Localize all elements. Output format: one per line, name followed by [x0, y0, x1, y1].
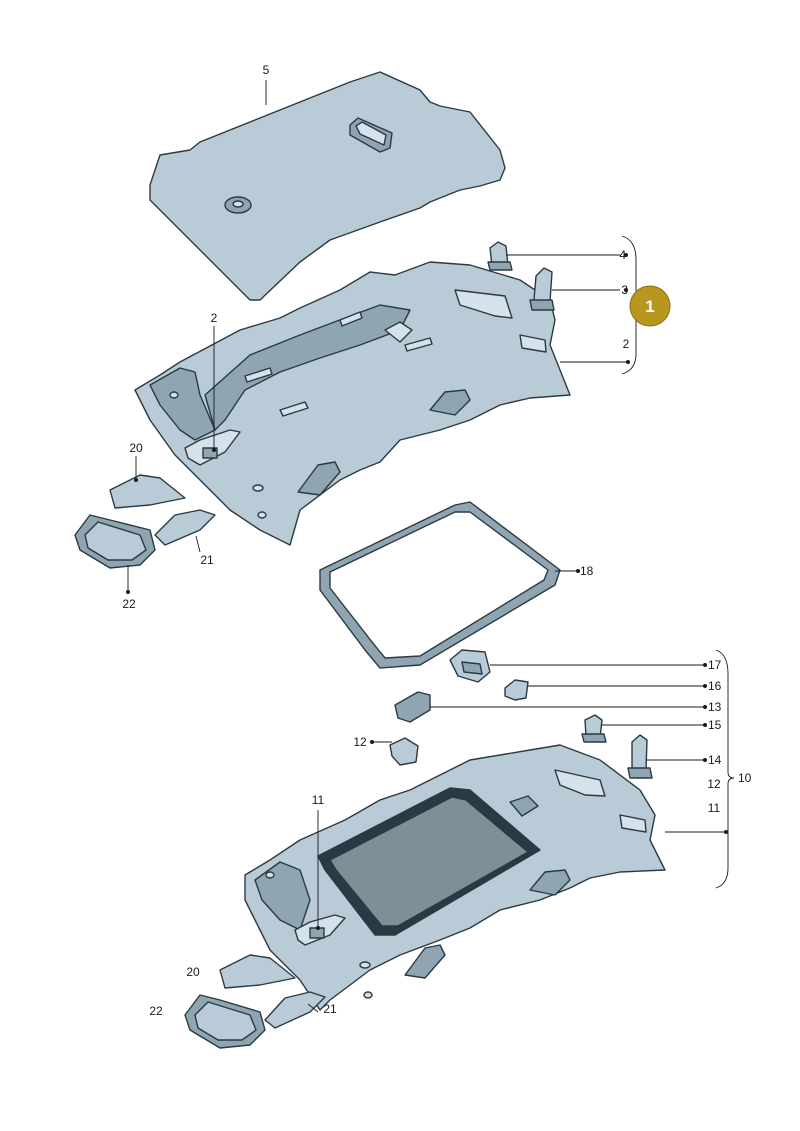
callout-11-left: 11	[312, 793, 325, 807]
badge-label: 1	[645, 297, 654, 316]
callout-18: 18	[580, 564, 594, 578]
trim-part-22-lower	[184, 994, 266, 1049]
callout-16: 16	[708, 679, 722, 693]
callout-21-upper: 21	[200, 553, 214, 567]
headliner-board-part-5	[149, 71, 506, 301]
callout-5: 5	[263, 63, 270, 77]
callout-11-right: 11	[708, 801, 721, 815]
callout-22-upper: 22	[122, 597, 136, 611]
callout-15: 15	[708, 718, 722, 732]
leader-dots	[126, 253, 728, 930]
trim-part-21-lower	[264, 991, 326, 1029]
callout-22-lower: 22	[149, 1004, 163, 1018]
position-badge: 1	[629, 285, 671, 327]
trim-part-22-upper	[74, 514, 156, 569]
bracket-part-17	[449, 649, 491, 683]
trim-part-20-lower	[219, 954, 296, 989]
clip-part-15	[581, 714, 607, 743]
clip-part-3-upper	[529, 267, 555, 311]
headliner-lower-part-11	[244, 744, 666, 1011]
callout-13: 13	[708, 700, 722, 714]
callout-2-right: 2	[623, 337, 630, 351]
badge-circle	[629, 285, 671, 327]
callout-20-upper: 20	[129, 441, 143, 455]
trim-part-20-upper	[109, 474, 186, 509]
sunroof-seal-part-18	[319, 501, 561, 669]
callout-20-lower: 20	[186, 965, 200, 979]
vent-part-13	[394, 691, 431, 723]
callout-10: 10	[738, 771, 752, 785]
clip-part-4-upper	[487, 241, 513, 271]
callout-17: 17	[708, 658, 722, 672]
clip-part-16	[504, 679, 529, 701]
callout-4: 4	[619, 248, 626, 262]
callout-2-left: 2	[211, 311, 218, 325]
callout-3: 3	[621, 283, 628, 297]
clip-part-14	[627, 734, 653, 779]
holder-part-12-upper	[389, 737, 419, 766]
headliner-upper	[134, 261, 571, 546]
callout-12-left: 12	[353, 735, 367, 749]
callout-21-lower: 21	[323, 1002, 337, 1016]
callout-14: 14	[708, 753, 722, 767]
callout-12-right: 12	[707, 777, 721, 791]
trim-part-21-upper	[154, 509, 216, 546]
